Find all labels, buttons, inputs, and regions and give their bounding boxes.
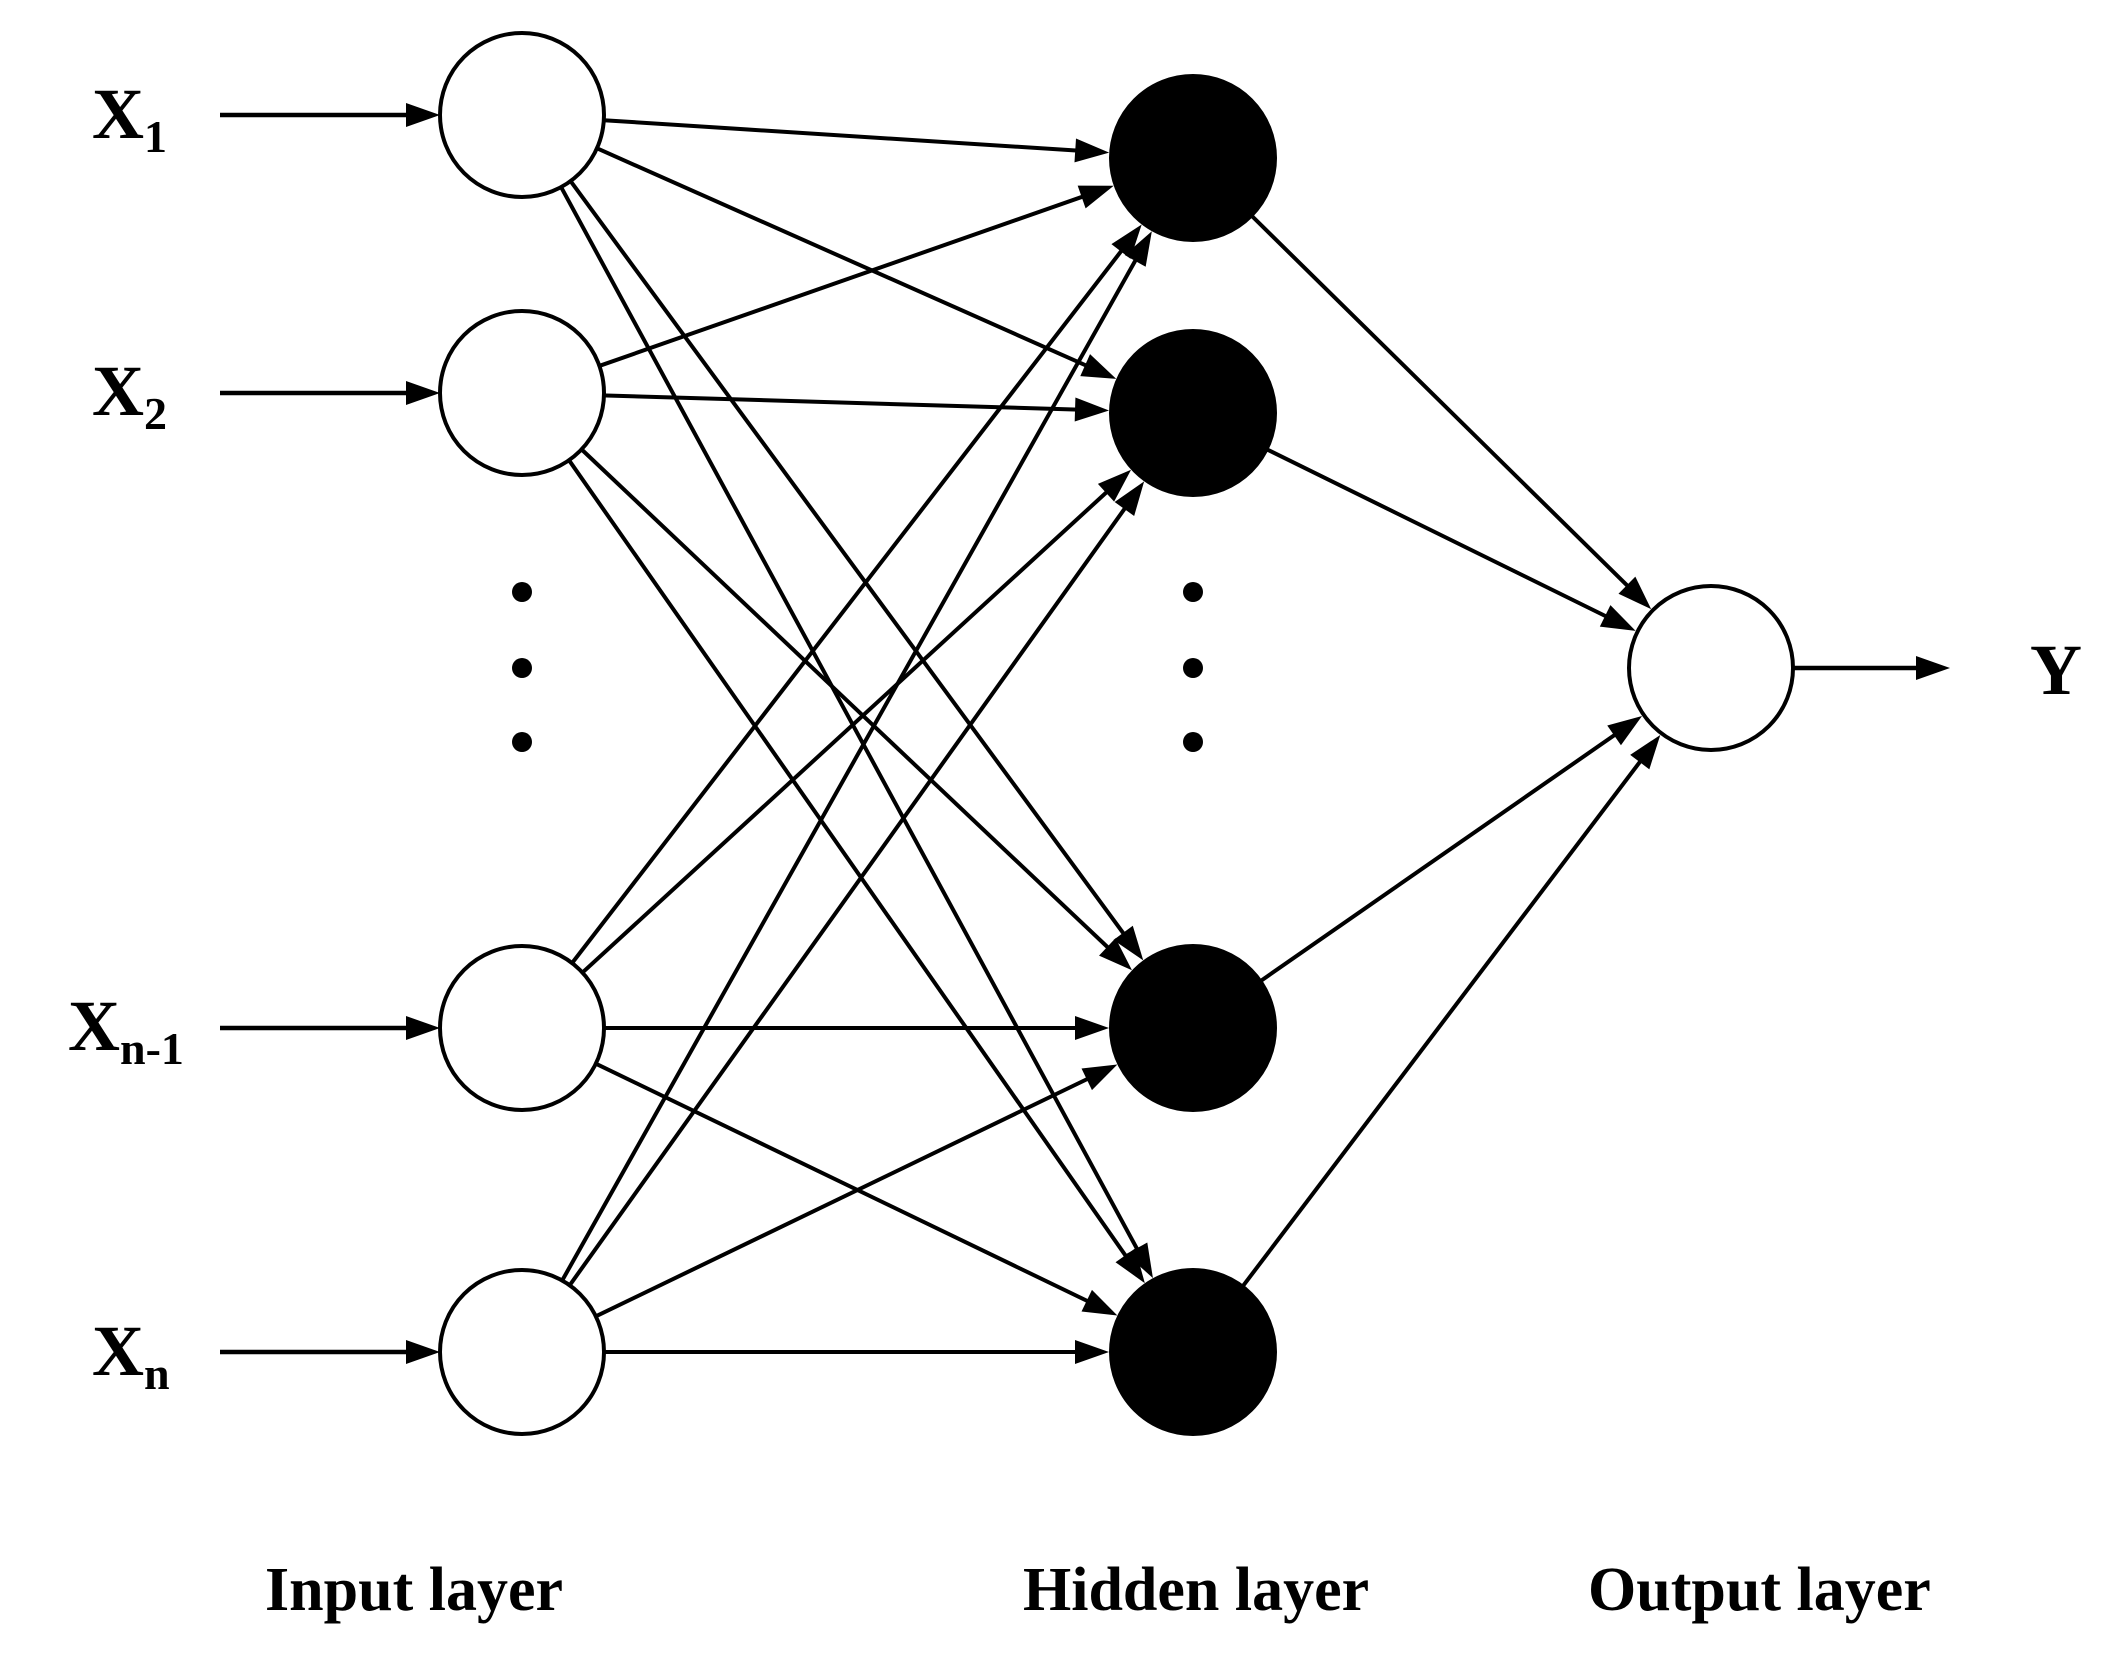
edge-input-4-hidden-2-arrowhead xyxy=(1114,481,1145,516)
edge-input-2-hidden-2-arrowhead xyxy=(1074,397,1110,422)
edge-input-4-hidden-4-arrowhead xyxy=(1075,1340,1109,1364)
input-arrow-4-arrowhead xyxy=(406,1340,440,1364)
edge-input-1-hidden-4 xyxy=(558,184,1150,1271)
edge-hidden-4-output xyxy=(1239,741,1656,1290)
edge-input-3-hidden-2-arrowhead xyxy=(1097,469,1132,502)
input-label-n-1: Xn-1 xyxy=(68,986,184,1074)
edge-input-3-hidden-4 xyxy=(593,1060,1110,1313)
input-ellipsis-dot-1 xyxy=(512,582,532,602)
edge-hidden-3-output xyxy=(1257,720,1635,984)
edge-input-3-hidden-1-arrowhead xyxy=(1111,224,1142,259)
hidden-node-3 xyxy=(1109,944,1277,1112)
input-label-2: X2 xyxy=(92,351,167,439)
edge-input-2-hidden-4 xyxy=(566,457,1141,1277)
input-node-3 xyxy=(438,944,606,1112)
edge-input-3-hidden-1 xyxy=(569,231,1138,966)
output-arrow-arrowhead xyxy=(1916,656,1950,680)
edge-input-3-hidden-3-arrowhead xyxy=(1075,1016,1109,1040)
input-node-1 xyxy=(438,31,606,199)
edge-input-2-hidden-3 xyxy=(578,446,1127,965)
input-ellipsis-dot-3 xyxy=(512,732,532,752)
input-arrow-2-arrowhead xyxy=(406,381,440,405)
edge-hidden-2-output xyxy=(1263,446,1628,629)
edge-input-4-hidden-3-arrowhead xyxy=(1081,1064,1118,1091)
hidden-ellipsis-dot-3 xyxy=(1183,732,1203,752)
layer-label-input: Input layer xyxy=(265,1556,563,1624)
connection-edges xyxy=(558,118,1661,1364)
hidden-ellipsis-dot-1 xyxy=(1183,582,1203,602)
edge-hidden-4-output-arrowhead xyxy=(1630,734,1661,770)
edge-hidden-3-output-arrowhead xyxy=(1607,715,1643,746)
edge-input-4-hidden-2 xyxy=(566,488,1140,1289)
edge-input-2-hidden-3-arrowhead xyxy=(1099,938,1132,971)
edge-input-1-hidden-3 xyxy=(567,178,1139,954)
edge-input-3-hidden-2 xyxy=(579,475,1126,976)
input-label-1: X1 xyxy=(92,74,167,162)
edge-input-4-hidden-1 xyxy=(559,238,1149,1284)
hidden-node-4 xyxy=(1109,1268,1277,1436)
input-node-4 xyxy=(438,1268,606,1436)
edge-hidden-1-output xyxy=(1248,212,1646,604)
layer-label-hidden: Hidden layer xyxy=(1023,1556,1369,1624)
hidden-node-1 xyxy=(1109,74,1277,242)
input-arrow-1-arrowhead xyxy=(406,103,440,127)
input-arrow-3-arrowhead xyxy=(406,1016,440,1040)
ellipsis-dots xyxy=(512,582,1203,752)
edge-input-2-hidden-2 xyxy=(601,393,1100,413)
edge-input-1-hidden-1-arrowhead xyxy=(1074,138,1110,163)
edge-input-2-hidden-4-arrowhead xyxy=(1115,1248,1145,1284)
edge-input-1-hidden-2-arrowhead xyxy=(1080,354,1117,379)
hidden-ellipsis-dot-2 xyxy=(1183,658,1203,678)
network-nodes xyxy=(438,31,1795,1436)
edge-input-2-hidden-1-arrowhead xyxy=(1077,185,1114,209)
hidden-node-2 xyxy=(1109,329,1277,497)
edge-hidden-1-output-arrowhead xyxy=(1618,576,1652,610)
input-node-2 xyxy=(438,309,606,477)
input-ellipsis-dot-2 xyxy=(512,658,532,678)
edge-hidden-2-output-arrowhead xyxy=(1599,605,1636,631)
output-label-y: Y xyxy=(2030,630,2082,710)
edge-input-1-hidden-1 xyxy=(601,118,1100,154)
output-node xyxy=(1627,584,1795,752)
edge-input-4-hidden-3 xyxy=(593,1067,1110,1320)
edge-input-1-hidden-3-arrowhead xyxy=(1113,925,1144,961)
edge-input-2-hidden-1 xyxy=(596,187,1105,369)
edge-input-1-hidden-2 xyxy=(594,145,1108,377)
input-arrows xyxy=(220,103,1950,1364)
layer-label-output: Output layer xyxy=(1588,1556,1931,1624)
edge-input-4-hidden-1-arrowhead xyxy=(1124,231,1152,267)
input-label-n: Xn xyxy=(92,1311,170,1399)
edge-input-3-hidden-4-arrowhead xyxy=(1081,1289,1118,1316)
